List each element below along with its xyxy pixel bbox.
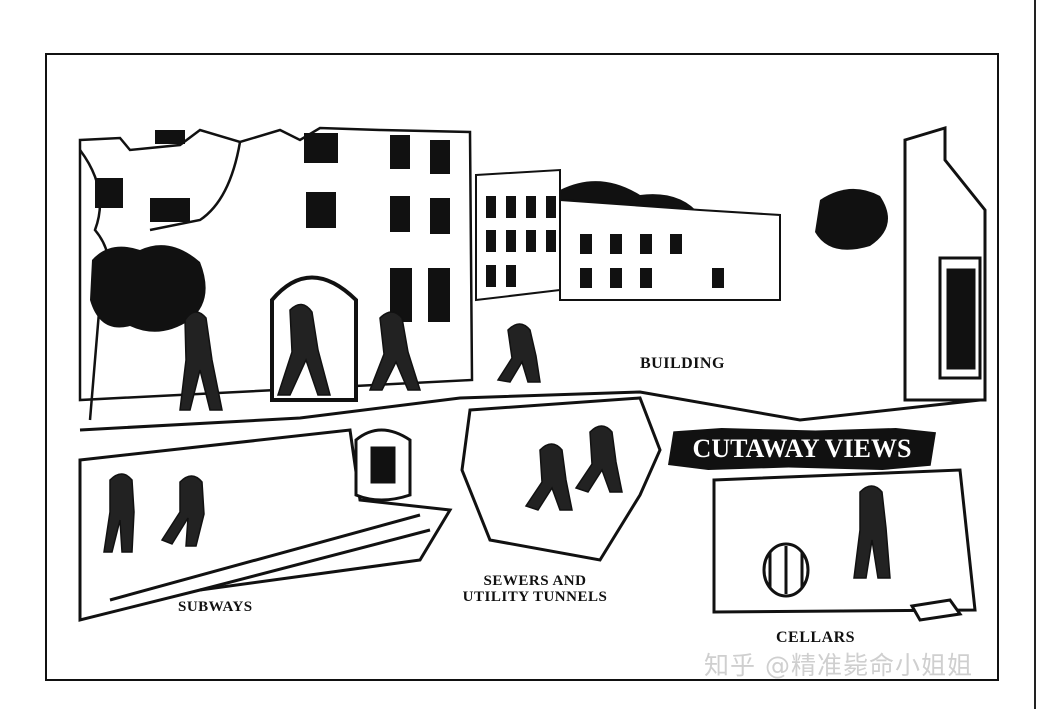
ruined-building-right (903, 125, 987, 402)
crate (909, 598, 963, 622)
barrel (762, 542, 810, 598)
subway-rails (109, 513, 431, 602)
subways-label: SUBWAYS (178, 599, 253, 615)
watermark-text: 知乎 @精准毙命小姐姐 (704, 651, 973, 680)
sewers-label: SEWERS AND UTILITY TUNNELS (462, 573, 608, 605)
page-edge-line (1034, 0, 1036, 709)
soldier-figures (103, 303, 891, 579)
building-windows (95, 130, 450, 322)
street-surface (79, 390, 981, 432)
middle-windows (486, 196, 724, 288)
manhole-shaft (354, 428, 412, 502)
cutaway-views-label: CUTAWAY VIEWS (668, 428, 936, 470)
cellars-label: CELLARS (776, 629, 856, 646)
cellar-cutaway (712, 468, 977, 614)
building-label: BUILDING (640, 355, 725, 372)
ruined-building-left (78, 126, 474, 421)
subway-cutaway (78, 428, 453, 622)
